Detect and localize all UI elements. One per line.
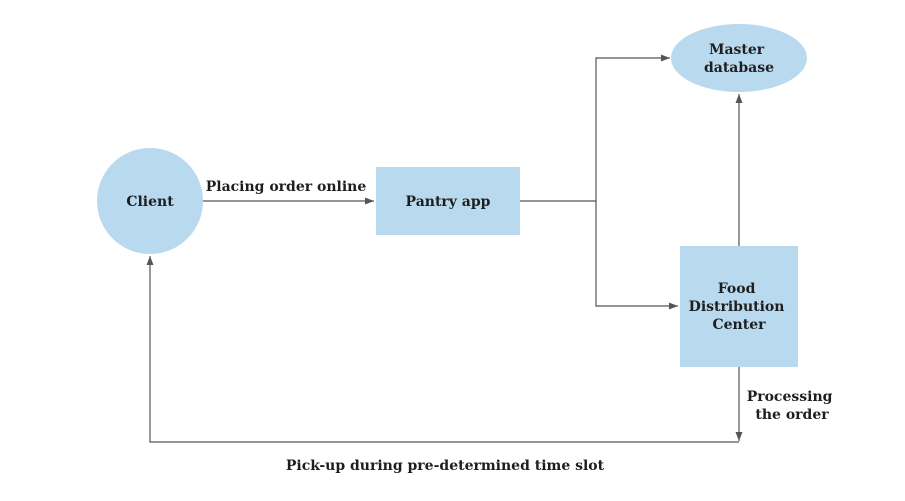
edge-pickup-to-client: [146, 256, 739, 443]
pantry-app-label: Pantry app: [406, 194, 491, 210]
client-node[interactable]: [97, 148, 203, 254]
pantry-app-node[interactable]: [376, 167, 520, 235]
food-distribution-center-node[interactable]: [680, 246, 798, 367]
food-distribution-center-label: Food Distribution Center: [689, 281, 790, 333]
food-distribution-center-label-line-2: Distribution: [689, 299, 785, 315]
processing-label-line-1: Processing: [747, 389, 833, 405]
pickup-label: Pick-up during pre-determined time slot: [286, 458, 605, 474]
edge-pantry-app-to-master-database: [520, 54, 670, 202]
master-database-label: Master database: [704, 42, 774, 76]
placing-order-label: Placing order online: [206, 179, 367, 195]
edge-pantry-app-to-food-center: [595, 201, 678, 310]
processing-label: Processing the order: [747, 389, 838, 423]
processing-label-line-2: the order: [755, 407, 829, 423]
master-database-node[interactable]: [671, 24, 807, 92]
food-distribution-center-label-line-3: Center: [713, 317, 767, 333]
master-database-label-line-1: Master: [709, 42, 765, 58]
client-label: Client: [126, 194, 174, 210]
food-distribution-center-label-line-1: Food: [718, 281, 756, 297]
master-database-label-line-2: database: [704, 60, 774, 76]
